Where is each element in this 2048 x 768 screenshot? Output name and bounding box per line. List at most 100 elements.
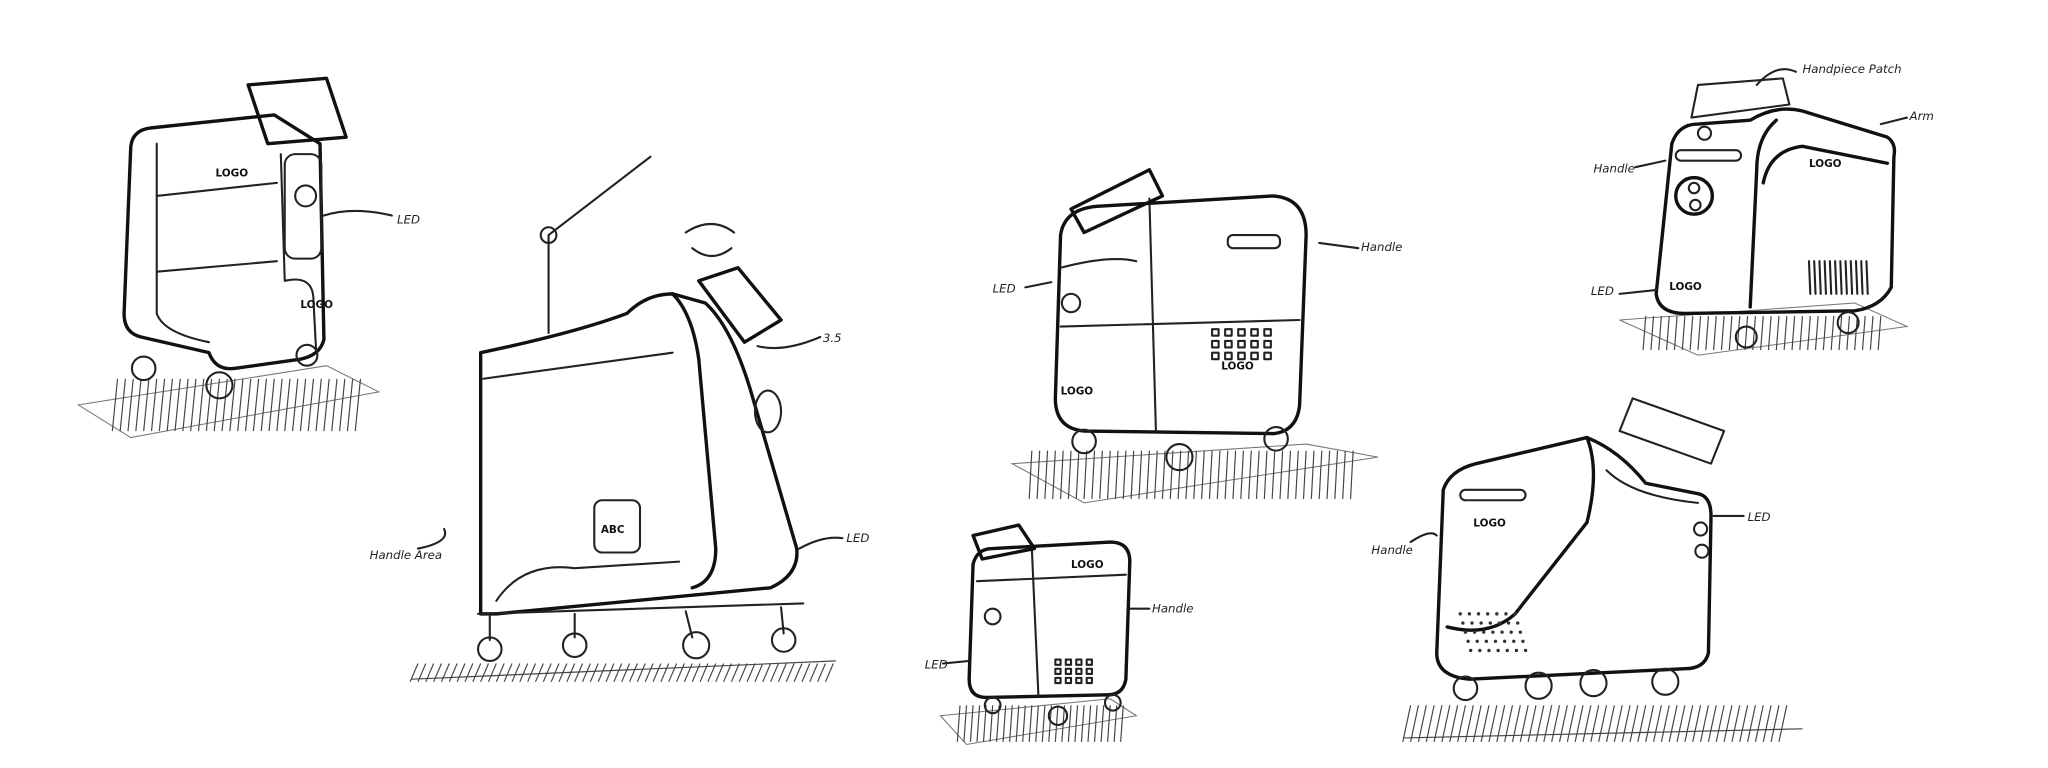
sketch-machine-c: LOGO LOGO Handle LED bbox=[993, 168, 1402, 504]
sketch-stroke bbox=[1250, 339, 1259, 349]
sketch-stroke bbox=[307, 378, 315, 432]
sketch-stroke bbox=[1263, 328, 1272, 337]
sketch-stroke bbox=[683, 663, 693, 683]
sketch-stroke bbox=[1676, 705, 1686, 743]
sketch-stroke bbox=[668, 663, 678, 683]
sketch-stroke bbox=[989, 705, 994, 742]
sketch-stroke bbox=[1458, 612, 1462, 616]
sketch-stroke bbox=[511, 663, 521, 683]
sketch-stroke bbox=[762, 663, 772, 683]
sketch-stroke bbox=[550, 663, 560, 683]
sketch-stroke bbox=[1054, 676, 1062, 685]
sketch-stroke bbox=[1754, 705, 1764, 743]
sketch-stroke bbox=[1493, 639, 1498, 644]
sketch-stroke bbox=[597, 663, 607, 683]
sketch-stroke bbox=[1828, 260, 1833, 295]
logo-text: LOGO bbox=[1809, 158, 1842, 170]
sketch-stroke bbox=[487, 663, 497, 683]
sketch-stroke bbox=[1425, 705, 1435, 743]
sketch-stroke bbox=[691, 663, 701, 683]
sketch-stroke bbox=[1762, 705, 1772, 743]
sketch-stroke bbox=[1728, 316, 1733, 351]
sketch-stroke bbox=[613, 663, 623, 683]
sketch-stroke bbox=[1211, 339, 1220, 349]
sketch-stroke bbox=[969, 705, 974, 742]
sketch-stroke bbox=[1692, 705, 1702, 743]
sketch-stroke bbox=[1113, 705, 1118, 742]
sketch-stroke bbox=[660, 663, 670, 683]
sketch-stroke bbox=[1083, 450, 1088, 499]
sketch-stroke bbox=[1488, 621, 1492, 625]
sketch-stroke bbox=[409, 663, 419, 683]
sketch-stroke bbox=[1511, 705, 1521, 743]
sketch-stroke bbox=[1472, 630, 1477, 634]
sketch-stroke bbox=[425, 663, 435, 683]
sketch-stroke bbox=[135, 378, 142, 432]
sketch-stroke bbox=[1085, 667, 1093, 676]
led-label: LED bbox=[1591, 284, 1614, 298]
sketch-stroke bbox=[143, 378, 150, 432]
sketch-stroke bbox=[1417, 705, 1427, 743]
handle-label: Handle bbox=[1371, 543, 1412, 557]
sketch-stroke bbox=[291, 378, 299, 432]
annotation-label: 3.5 bbox=[823, 331, 842, 345]
sketch-stroke bbox=[284, 378, 291, 432]
sketch-stroke bbox=[793, 663, 803, 683]
sketch-stroke bbox=[1054, 667, 1062, 676]
sketch-stroke bbox=[1466, 639, 1470, 644]
sketch-stroke bbox=[1865, 260, 1869, 295]
sketch-stroke bbox=[699, 663, 709, 683]
sketch-stroke bbox=[1208, 450, 1213, 499]
sketch-stroke bbox=[956, 705, 961, 742]
sketch-stroke bbox=[746, 663, 756, 683]
sketch-stroke bbox=[1349, 450, 1354, 499]
sketch-stroke bbox=[448, 663, 458, 683]
sketch-stroke bbox=[1707, 705, 1717, 743]
sketch-stroke bbox=[1130, 450, 1135, 499]
sketch-stroke bbox=[824, 663, 834, 683]
sketch-stroke bbox=[1495, 612, 1499, 616]
sketch-stroke bbox=[268, 378, 275, 432]
sketch-stroke bbox=[1697, 316, 1702, 351]
sketch-stroke bbox=[1028, 450, 1033, 499]
sketch-stroke bbox=[1107, 450, 1111, 499]
sketch-stroke bbox=[1099, 450, 1103, 499]
sketch-stroke bbox=[1668, 705, 1678, 743]
sketch-stroke bbox=[1334, 450, 1339, 499]
sketch-stroke bbox=[346, 378, 354, 432]
sketch-stroke bbox=[1739, 705, 1749, 743]
sketch-stroke bbox=[190, 378, 197, 432]
sketch-stroke bbox=[1642, 316, 1647, 351]
sketch-stroke bbox=[1637, 705, 1647, 743]
sketch-stroke bbox=[777, 663, 787, 683]
sketch-stroke bbox=[464, 663, 474, 683]
sketch-stroke bbox=[1064, 658, 1073, 666]
sketch-stroke bbox=[1582, 705, 1592, 743]
sketch-stroke bbox=[1504, 612, 1508, 616]
sketch-stroke bbox=[1310, 450, 1315, 499]
sketch-stroke bbox=[1052, 450, 1056, 499]
sketch-stroke bbox=[1822, 316, 1827, 351]
sketch-stroke bbox=[1747, 705, 1757, 743]
sketch-stroke bbox=[1318, 450, 1323, 499]
sketch-machine-a: LOGO LOGO LED bbox=[76, 76, 420, 439]
sketch-stroke bbox=[1590, 705, 1600, 743]
sketch-stroke bbox=[1224, 351, 1233, 361]
sketch-stroke bbox=[331, 378, 338, 432]
sketch-stroke bbox=[1849, 260, 1854, 295]
sketch-stroke bbox=[1211, 351, 1220, 361]
sketch-stroke bbox=[542, 663, 552, 683]
sketch-stroke bbox=[1854, 260, 1859, 295]
sketch-stroke bbox=[1512, 639, 1516, 644]
sketch-stroke bbox=[1028, 705, 1033, 742]
handpiece-label: Handpiece Patch bbox=[1802, 62, 1901, 76]
sketch-stroke bbox=[1813, 260, 1817, 295]
sketch-stroke bbox=[433, 663, 443, 683]
sketch-stroke bbox=[182, 378, 189, 432]
sketch-stroke bbox=[1064, 676, 1073, 685]
sketch-stroke bbox=[315, 378, 322, 432]
sketch-stroke bbox=[1783, 316, 1788, 351]
sketch-stroke bbox=[244, 378, 252, 432]
sketch-stroke bbox=[276, 378, 283, 432]
